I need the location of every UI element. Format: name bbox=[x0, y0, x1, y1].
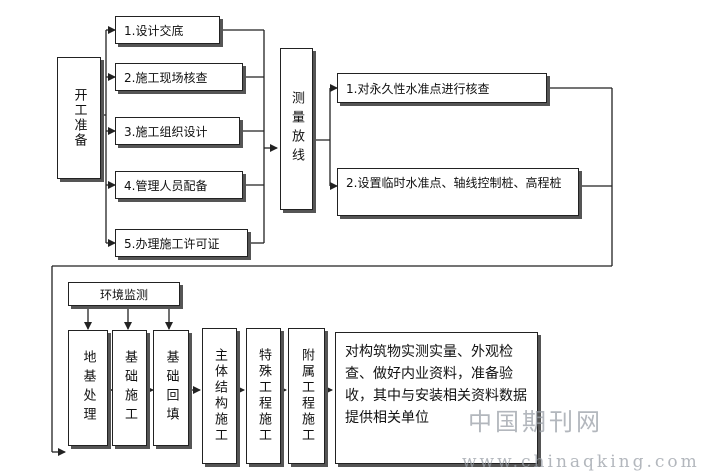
final-label: 对构筑物实测实量、外观检查、做好内业资料，准备验收，其中与安装相关资料数据提供相… bbox=[345, 344, 527, 426]
stage-label: 地基处理 bbox=[80, 350, 96, 426]
monitor-label: 环境监测 bbox=[99, 287, 148, 302]
survey-item-label: 2.设置临时水准点、轴线控制桩、高程桩 bbox=[346, 176, 562, 190]
prep-item-4: 4.管理人员配备 bbox=[115, 171, 243, 199]
prep-item-label: 4.管理人员配备 bbox=[124, 178, 208, 193]
stage-4: 主体结构施工 bbox=[202, 328, 237, 464]
prep-item-label: 5.办理施工许可证 bbox=[124, 236, 220, 251]
stage-3: 基础回填 bbox=[153, 330, 189, 446]
stage-2: 基础施工 bbox=[112, 330, 147, 446]
monitor-node: 环境监测 bbox=[68, 282, 180, 306]
stage-label: 基础回填 bbox=[163, 350, 179, 426]
survey-item-label: 1.对永久性水准点进行核查 bbox=[346, 81, 490, 96]
start-label: 开工准备 bbox=[71, 88, 87, 148]
survey-item-2: 2.设置临时水准点、轴线控制桩、高程桩 bbox=[337, 168, 579, 216]
stage-label: 主体结构施工 bbox=[212, 348, 227, 444]
stage-6: 附属工程施工 bbox=[288, 328, 325, 464]
stage-label: 基础施工 bbox=[122, 350, 137, 426]
survey-label: 测量放线 bbox=[289, 91, 304, 167]
survey-node: 测量放线 bbox=[280, 48, 313, 210]
stage-label: 特殊工程施工 bbox=[256, 348, 271, 444]
watermark-cn: 中国期刊网 bbox=[468, 408, 603, 436]
watermark-url: www.chinaqking.com bbox=[462, 452, 700, 472]
prep-item-label: 3.施工组织设计 bbox=[124, 124, 208, 139]
survey-item-1: 1.对永久性水准点进行核查 bbox=[337, 73, 547, 103]
stage-1: 地基处理 bbox=[68, 330, 108, 446]
stage-5: 特殊工程施工 bbox=[246, 328, 281, 464]
start-node: 开工准备 bbox=[57, 57, 101, 179]
prep-item-1: 1.设计交底 bbox=[115, 16, 220, 44]
prep-item-5: 5.办理施工许可证 bbox=[115, 229, 248, 257]
prep-item-label: 2.施工现场核查 bbox=[124, 70, 208, 85]
final-node: 对构筑物实测实量、外观检查、做好内业资料，准备验收，其中与安装相关资料数据提供相… bbox=[335, 332, 538, 464]
prep-item-3: 3.施工组织设计 bbox=[115, 117, 240, 145]
prep-item-2: 2.施工现场核查 bbox=[115, 63, 243, 91]
prep-item-label: 1.设计交底 bbox=[124, 23, 184, 38]
stage-label: 附属工程施工 bbox=[299, 348, 314, 444]
